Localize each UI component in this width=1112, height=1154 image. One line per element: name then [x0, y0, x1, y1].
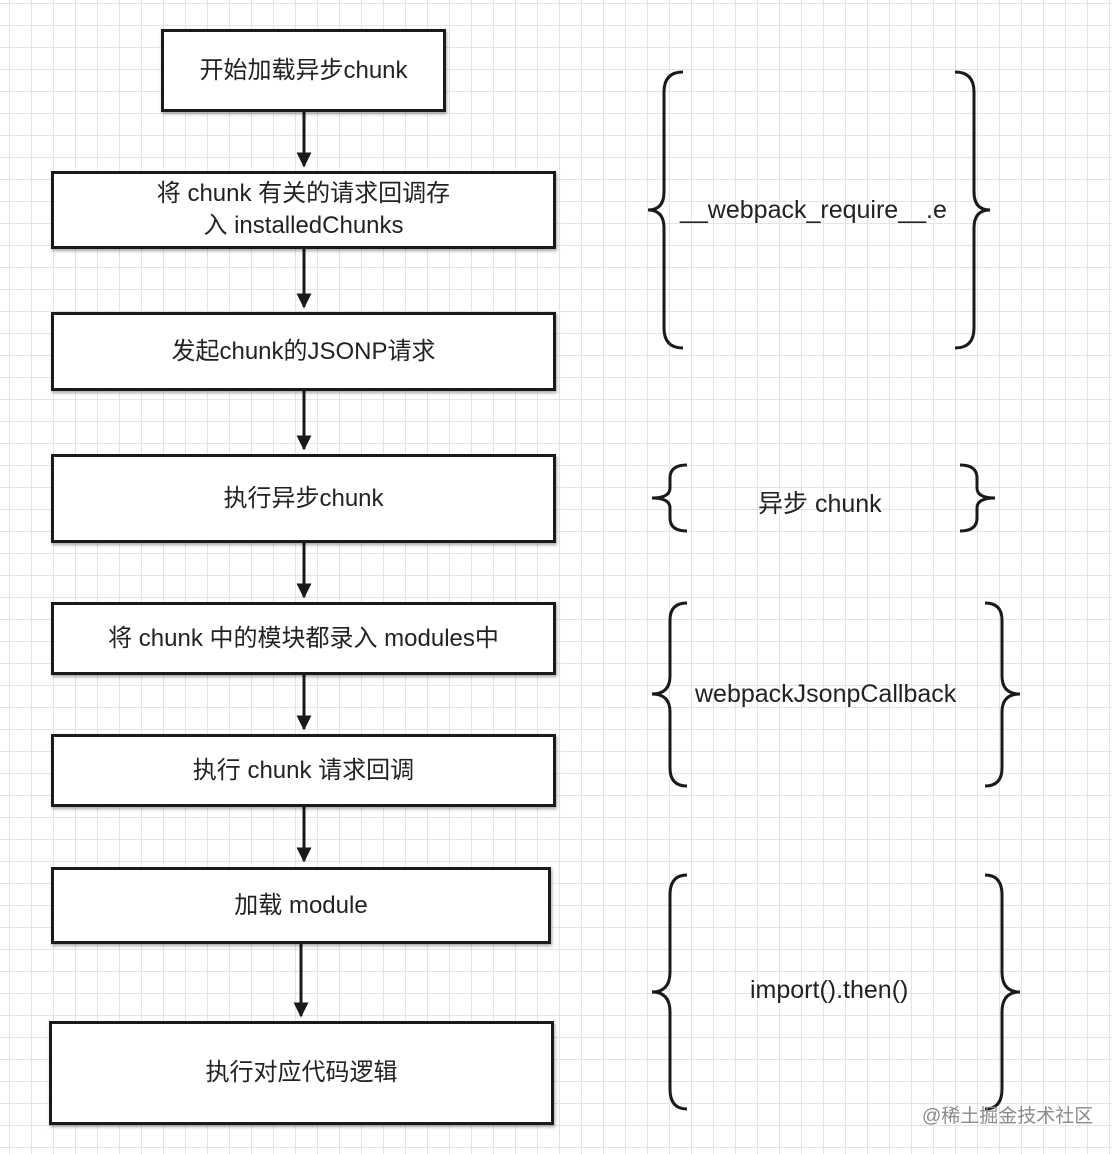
- brace-right-4: [984, 873, 1021, 1111]
- step-box-start-load-chunk: 开始加载异步chunk: [161, 29, 446, 112]
- step-box-run-code: 执行对应代码逻辑: [49, 1021, 554, 1125]
- step-box-run-callback: 执行 chunk 请求回调: [51, 734, 556, 807]
- step-box-jsonp-request: 发起chunk的JSONP请求: [51, 312, 556, 391]
- step-label: 加载 module: [234, 891, 368, 919]
- step-label: 执行异步chunk: [223, 484, 384, 512]
- group-label-import-then: import().then(): [750, 976, 909, 1004]
- step-label: 将 chunk 有关的请求回调存 入 installedChunks: [156, 180, 451, 239]
- step-label: 开始加载异步chunk: [199, 56, 408, 84]
- step-label: 执行 chunk 请求回调: [192, 756, 415, 784]
- watermark: @稀土掘金技术社区: [922, 1106, 1094, 1127]
- brace-right-1: [954, 70, 991, 350]
- brace-left-1: [647, 70, 684, 350]
- brace-right-3: [984, 601, 1021, 788]
- step-box-register-modules: 将 chunk 中的模块都录入 modules中: [51, 602, 556, 675]
- brace-left-4: [651, 873, 688, 1111]
- step-box-load-module: 加载 module: [51, 867, 551, 944]
- group-label-async-chunk: 异步 chunk: [758, 490, 882, 518]
- group-label-webpack-jsonp-callback: webpackJsonpCallback: [695, 680, 957, 708]
- step-box-execute-chunk: 执行异步chunk: [51, 454, 556, 543]
- brace-right-2: [959, 463, 996, 533]
- group-label-webpack-require-e: __webpack_require__.e: [680, 196, 947, 224]
- step-label: 执行对应代码逻辑: [205, 1059, 398, 1086]
- brace-left-3: [651, 601, 688, 788]
- step-box-store-callbacks: 将 chunk 有关的请求回调存 入 installedChunks: [51, 171, 556, 249]
- brace-left-2: [651, 463, 688, 533]
- step-label: 发起chunk的JSONP请求: [171, 337, 436, 365]
- step-label: 将 chunk 中的模块都录入 modules中: [108, 624, 499, 652]
